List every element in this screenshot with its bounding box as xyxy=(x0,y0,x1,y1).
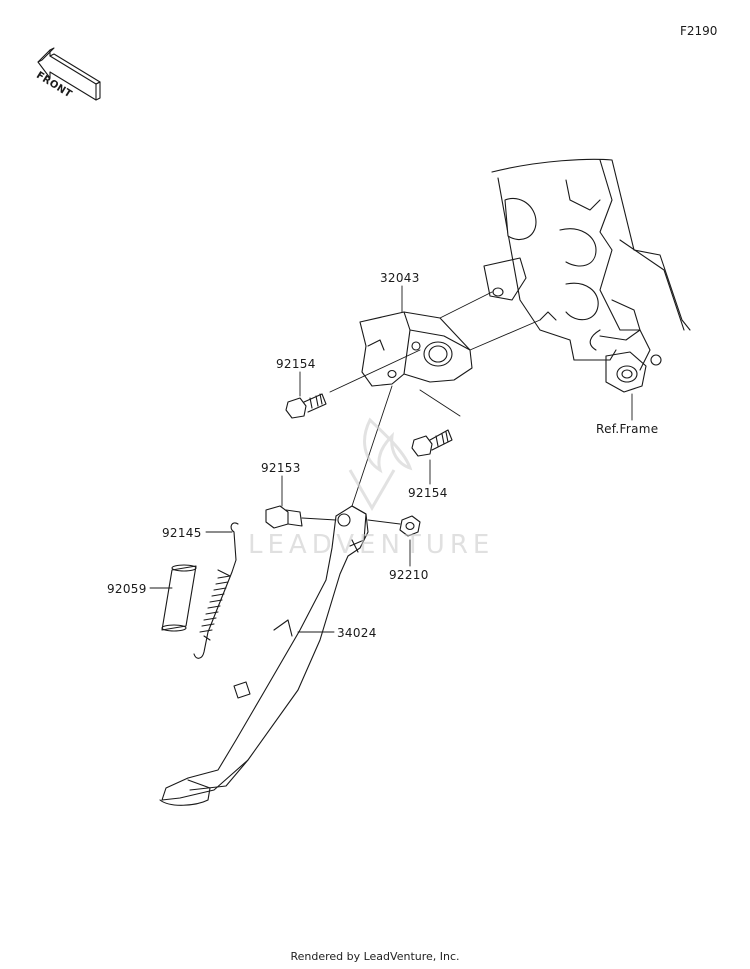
bolt-92154-upper xyxy=(285,393,327,419)
spring-92145 xyxy=(193,522,239,659)
part-label-32043[interactable]: 32043 xyxy=(380,271,420,285)
part-label-92210[interactable]: 92210 xyxy=(389,568,429,582)
footer-credit: Rendered by LeadVenture, Inc. xyxy=(290,950,460,963)
part-label-92154-upper[interactable]: 92154 xyxy=(276,357,316,371)
sheet-id: F2190 xyxy=(680,24,718,38)
bolt-92154-lower xyxy=(411,429,453,457)
part-label-92059[interactable]: 92059 xyxy=(107,582,147,596)
watermark-text: LEADVENTURE xyxy=(248,530,495,560)
bracket-32043 xyxy=(359,311,473,387)
part-label-92153[interactable]: 92153 xyxy=(261,461,301,475)
sleeve-92059 xyxy=(161,564,197,632)
part-label-34024[interactable]: 34024 xyxy=(337,626,377,640)
part-label-92154-lower[interactable]: 92154 xyxy=(408,486,448,500)
part-label-92145[interactable]: 92145 xyxy=(162,526,202,540)
side-stand-34024 xyxy=(159,505,369,806)
front-arrow-icon xyxy=(37,47,101,101)
bolt-92153 xyxy=(265,505,303,529)
nut-92210 xyxy=(399,515,421,537)
ref-frame-label: Ref.Frame xyxy=(596,422,659,436)
watermark-logo-icon xyxy=(348,417,413,511)
frame-reference xyxy=(483,158,691,393)
